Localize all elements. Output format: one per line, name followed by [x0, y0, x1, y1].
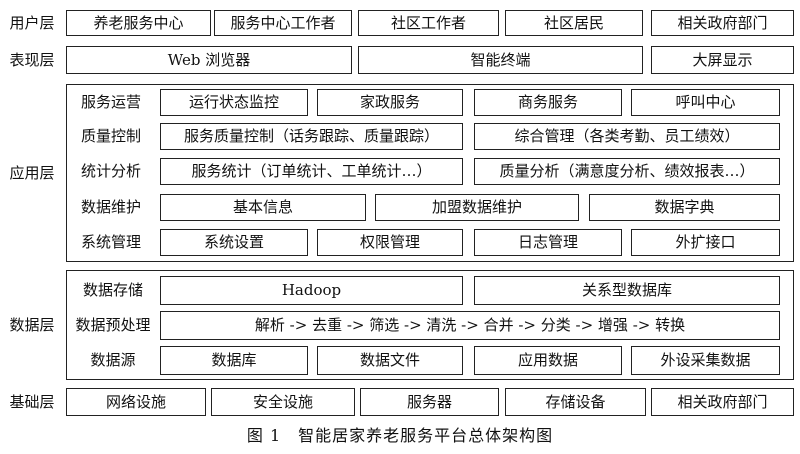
base-box-security: 安全设施 [211, 388, 355, 416]
user-box-government: 相关政府部门 [651, 10, 794, 36]
data-box-hadoop: Hadoop [160, 276, 463, 305]
presentation-box-big-screen: 大屏显示 [651, 46, 794, 74]
app-box-permission-management: 权限管理 [317, 229, 463, 256]
data-layer-label: 数据层 [9, 315, 55, 334]
application-row-label-quality-control: 质量控制 [80, 127, 141, 145]
data-box-database: 数据库 [160, 346, 308, 375]
user-layer-label: 用户层 [9, 13, 55, 32]
data-box-peripheral-data: 外设采集数据 [631, 346, 780, 375]
app-box-status-monitoring: 运行状态监控 [160, 89, 308, 116]
app-box-housekeeping: 家政服务 [317, 89, 463, 116]
user-box-community-residents: 社区居民 [505, 10, 643, 36]
app-box-data-dictionary: 数据字典 [589, 194, 780, 221]
data-row-label-preprocessing: 数据预处理 [75, 316, 151, 334]
app-box-service-statistics: 服务统计（订单统计、工单统计…） [160, 158, 463, 185]
data-box-relational-db: 关系型数据库 [474, 276, 780, 305]
app-box-service-quality-control: 服务质量控制（话务跟踪、质量跟踪） [160, 123, 463, 150]
user-box-elderly-service-center: 养老服务中心 [66, 10, 211, 36]
presentation-box-smart-terminal: 智能终端 [358, 46, 643, 74]
app-box-system-settings: 系统设置 [160, 229, 308, 256]
app-box-external-interface: 外扩接口 [631, 229, 780, 256]
base-box-network: 网络设施 [66, 388, 206, 416]
user-box-community-workers: 社区工作者 [358, 10, 499, 36]
app-box-franchise-data: 加盟数据维护 [375, 194, 579, 221]
application-layer-label: 应用层 [9, 163, 55, 182]
presentation-layer-label: 表现层 [9, 50, 55, 69]
base-layer-label: 基础层 [9, 392, 55, 411]
base-box-server: 服务器 [360, 388, 499, 416]
user-box-center-workers: 服务中心工作者 [214, 10, 352, 36]
application-row-label-statistics: 统计分析 [80, 162, 141, 180]
app-box-quality-analysis: 质量分析（满意度分析、绩效报表…） [474, 158, 780, 185]
data-box-preprocessing-pipeline: 解析 -> 去重 -> 筛选 -> 清洗 -> 合并 -> 分类 -> 增强 -… [160, 311, 780, 340]
data-box-application-data: 应用数据 [474, 346, 622, 375]
base-box-storage-device: 存储设备 [505, 388, 646, 416]
data-row-label-storage: 数据存储 [82, 281, 143, 299]
application-row-label-operations: 服务运营 [80, 93, 141, 111]
figure-caption: 图 1 智能居家养老服务平台总体架构图 [246, 426, 554, 445]
data-row-label-sources: 数据源 [90, 351, 136, 369]
data-box-data-files: 数据文件 [317, 346, 463, 375]
app-box-log-management: 日志管理 [474, 229, 622, 256]
presentation-box-web-browser: Web 浏览器 [66, 46, 352, 74]
app-box-business-service: 商务服务 [474, 89, 622, 116]
app-box-basic-info: 基本信息 [160, 194, 366, 221]
app-box-integrated-management: 综合管理（各类考勤、员工绩效） [474, 123, 780, 150]
base-box-government: 相关政府部门 [651, 388, 794, 416]
application-row-label-data-maintenance: 数据维护 [80, 198, 141, 216]
app-box-call-center: 呼叫中心 [631, 89, 780, 116]
application-row-label-system-management: 系统管理 [80, 233, 141, 251]
